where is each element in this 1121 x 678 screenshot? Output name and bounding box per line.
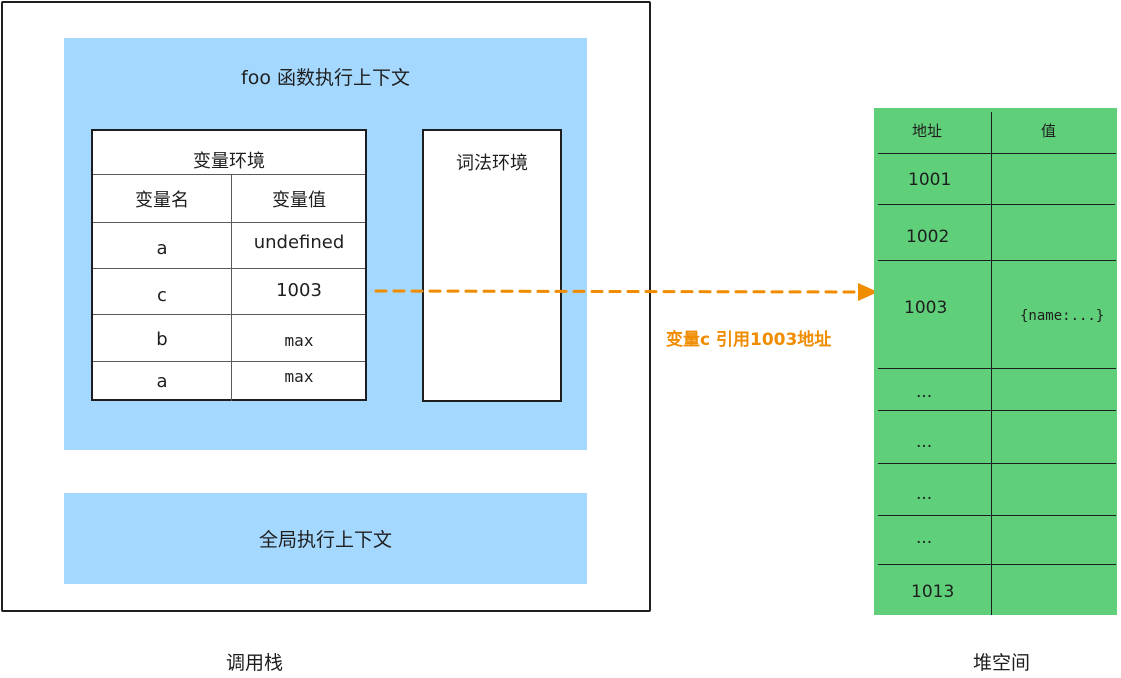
variable-name: c [157, 285, 167, 306]
heap-divider [878, 260, 1116, 261]
heap-header-address: 地址 [912, 122, 943, 140]
table-divider [93, 268, 365, 269]
heap-address: ... [916, 432, 933, 452]
table-divider [93, 314, 365, 315]
heap-address: ... [916, 382, 933, 402]
call-stack-label: 调用栈 [226, 652, 284, 674]
heap-address: 1003 [904, 298, 948, 318]
heap-address: 1013 [911, 582, 955, 602]
heap-address: 1002 [906, 227, 950, 247]
table-divider [93, 222, 365, 223]
variable-environment-table: 变量环境 变量名 变量值 a undefined c 1003 b max a … [91, 129, 367, 401]
heap-divider [878, 204, 1115, 205]
variable-value: undefined [253, 232, 345, 253]
global-execution-context: 全局执行上下文 [64, 493, 587, 584]
heap-address: ... [916, 484, 933, 504]
variable-value: max [284, 367, 314, 386]
lexical-environment-title: 词法环境 [456, 153, 528, 174]
heap-divider [878, 564, 1116, 565]
table-divider [93, 174, 365, 175]
heap-header-value: 值 [1041, 122, 1057, 140]
variable-environment-title: 变量环境 [193, 151, 265, 172]
heap-column-divider [991, 112, 992, 615]
column-header-variable-name: 变量名 [135, 190, 189, 211]
table-divider [93, 361, 365, 362]
global-context-title: 全局执行上下文 [258, 529, 392, 551]
heap-divider [878, 410, 1116, 411]
variable-value: 1003 [276, 280, 322, 301]
heap-label: 堆空间 [973, 652, 1031, 674]
foo-context-title: foo 函数执行上下文 [241, 67, 410, 89]
dashed-arrow-line [374, 289, 862, 294]
heap-divider [878, 463, 1116, 464]
table-column-divider [231, 174, 232, 401]
heap-divider [878, 153, 1116, 154]
heap-address: ... [916, 528, 933, 548]
heap-divider [878, 368, 1116, 369]
variable-name: a [156, 238, 168, 259]
heap-table: 地址 值 1001 1002 1003 {name:...} ... ... .… [874, 108, 1117, 615]
heap-value: {name:...} [1020, 308, 1105, 324]
variable-name: b [156, 329, 168, 350]
arrow-head-icon [858, 283, 878, 301]
variable-name: a [156, 371, 168, 392]
reference-label: 变量c 引用1003地址 [666, 330, 832, 350]
lexical-environment-box: 词法环境 [422, 129, 562, 402]
heap-address: 1001 [908, 170, 952, 190]
column-header-variable-value: 变量值 [272, 190, 326, 211]
heap-divider [878, 515, 1116, 516]
variable-value: max [284, 331, 314, 350]
